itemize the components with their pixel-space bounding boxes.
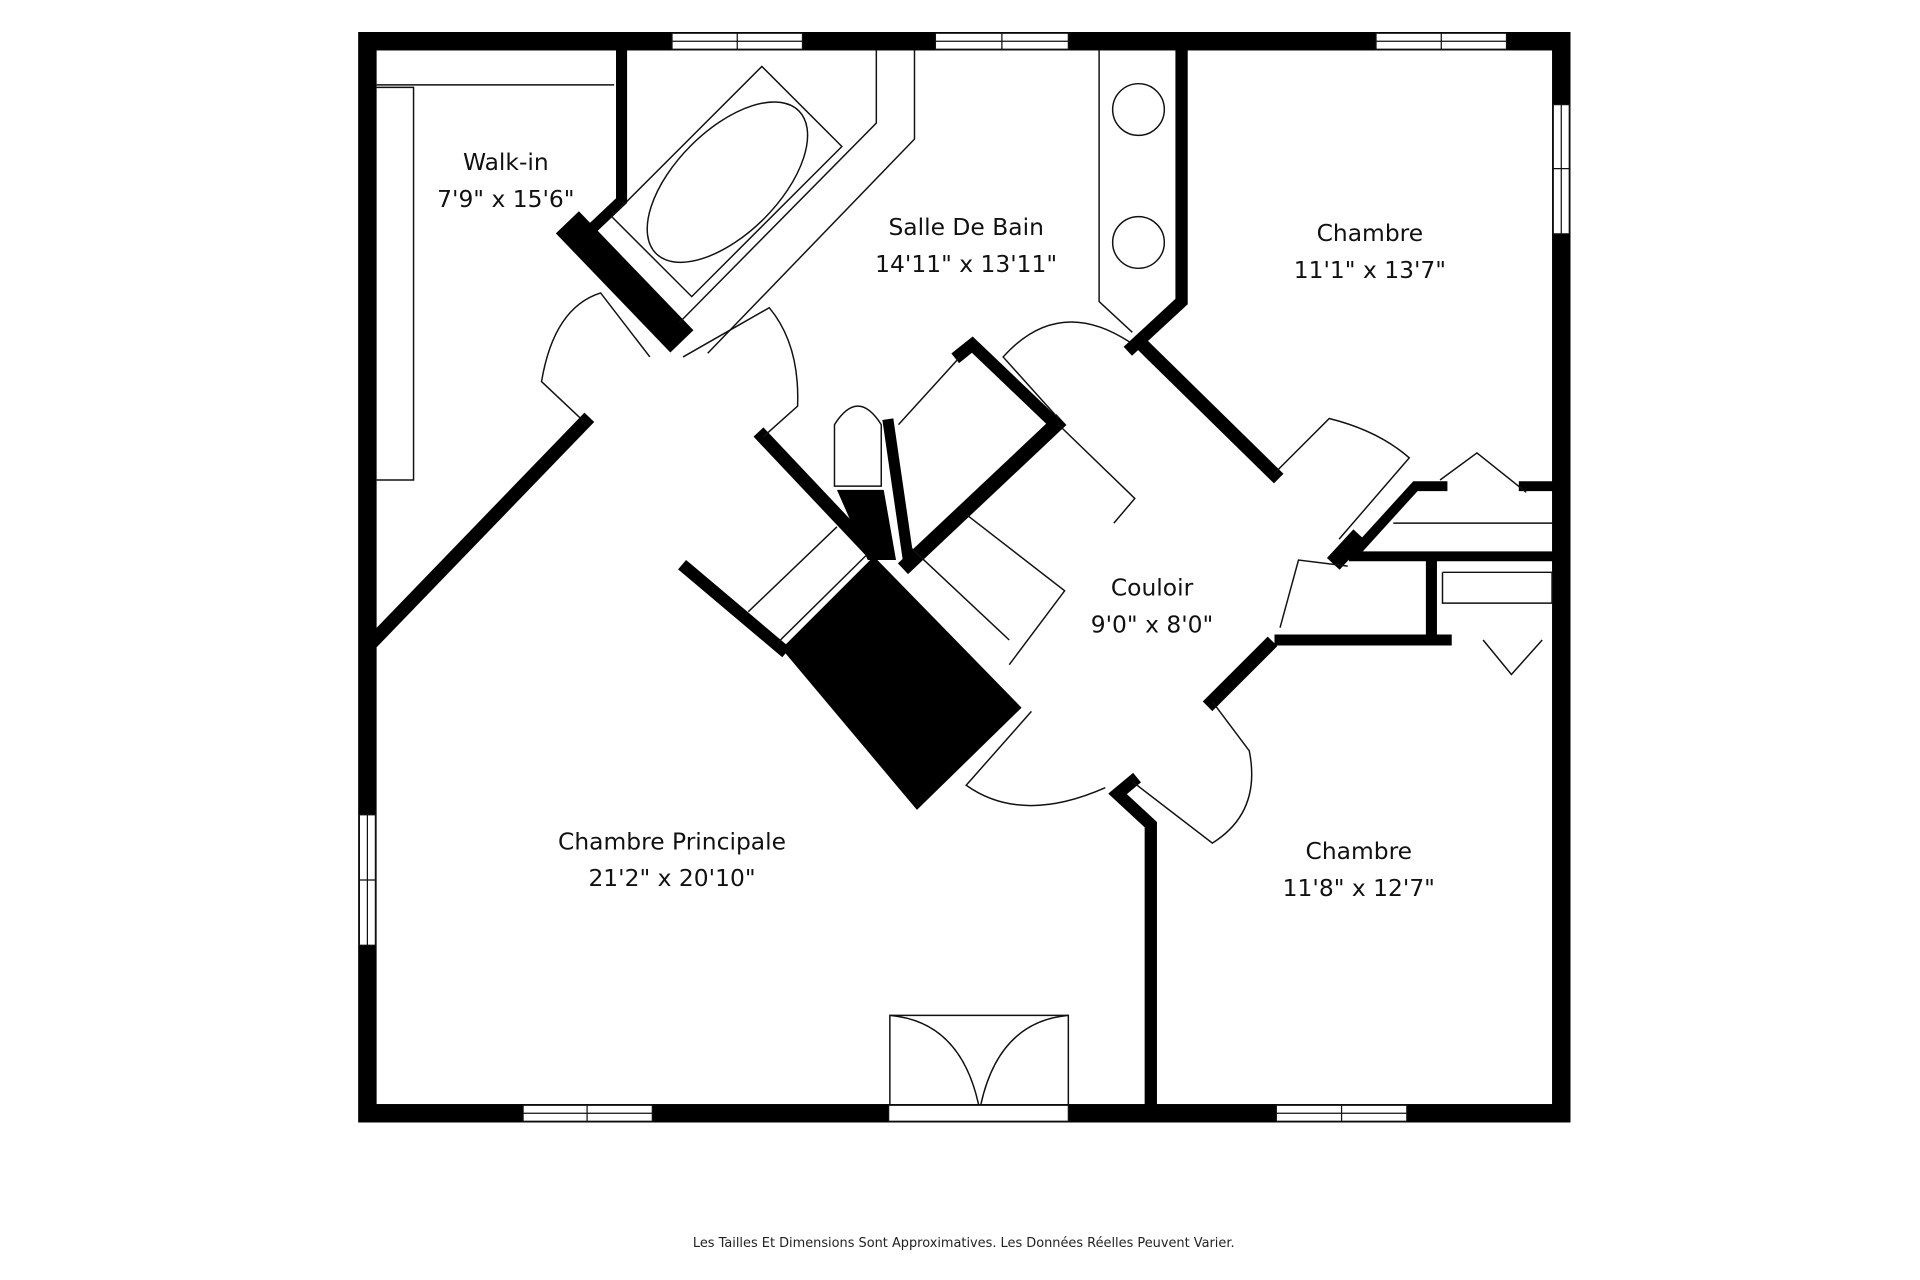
chimney-block [781, 556, 1022, 810]
room-name: Chambre Principale [558, 827, 786, 855]
doors [540, 292, 1411, 1105]
room-couloir: Couloir 9'0" x 8'0" [1091, 574, 1214, 639]
interior-walls [367, 44, 1557, 1111]
room-chambre-principale: Chambre Principale 21'2" x 20'10" [558, 827, 786, 892]
room-chambre-2: Chambre 11'8" x 12'7" [1283, 837, 1435, 902]
room-dimensions: 9'0" x 8'0" [1091, 611, 1214, 639]
room-dimensions: 11'8" x 12'7" [1283, 874, 1435, 902]
disclaimer-footer: Les Tailles Et Dimensions Sont Approxima… [693, 1236, 1235, 1251]
room-dimensions: 11'1" x 13'7" [1294, 256, 1446, 284]
room-name: Walk-in [463, 148, 549, 176]
room-name: Couloir [1111, 574, 1194, 602]
fixtures [376, 50, 1553, 1105]
room-dimensions: 21'2" x 20'10" [588, 864, 755, 892]
windows [358, 32, 1570, 1122]
room-dimensions: 14'11" x 13'11" [875, 250, 1057, 278]
room-chambre-1: Chambre 11'1" x 13'7" [1294, 219, 1446, 284]
room-name: Chambre [1306, 837, 1413, 865]
room-dimensions: 7'9" x 15'6" [437, 185, 574, 213]
room-walk-in: Walk-in 7'9" x 15'6" [437, 148, 574, 213]
toilet-wall-block [836, 489, 897, 561]
room-name: Salle De Bain [888, 213, 1043, 241]
room-name: Chambre [1317, 219, 1424, 247]
room-salle-de-bain: Salle De Bain 14'11" x 13'11" [875, 213, 1057, 278]
